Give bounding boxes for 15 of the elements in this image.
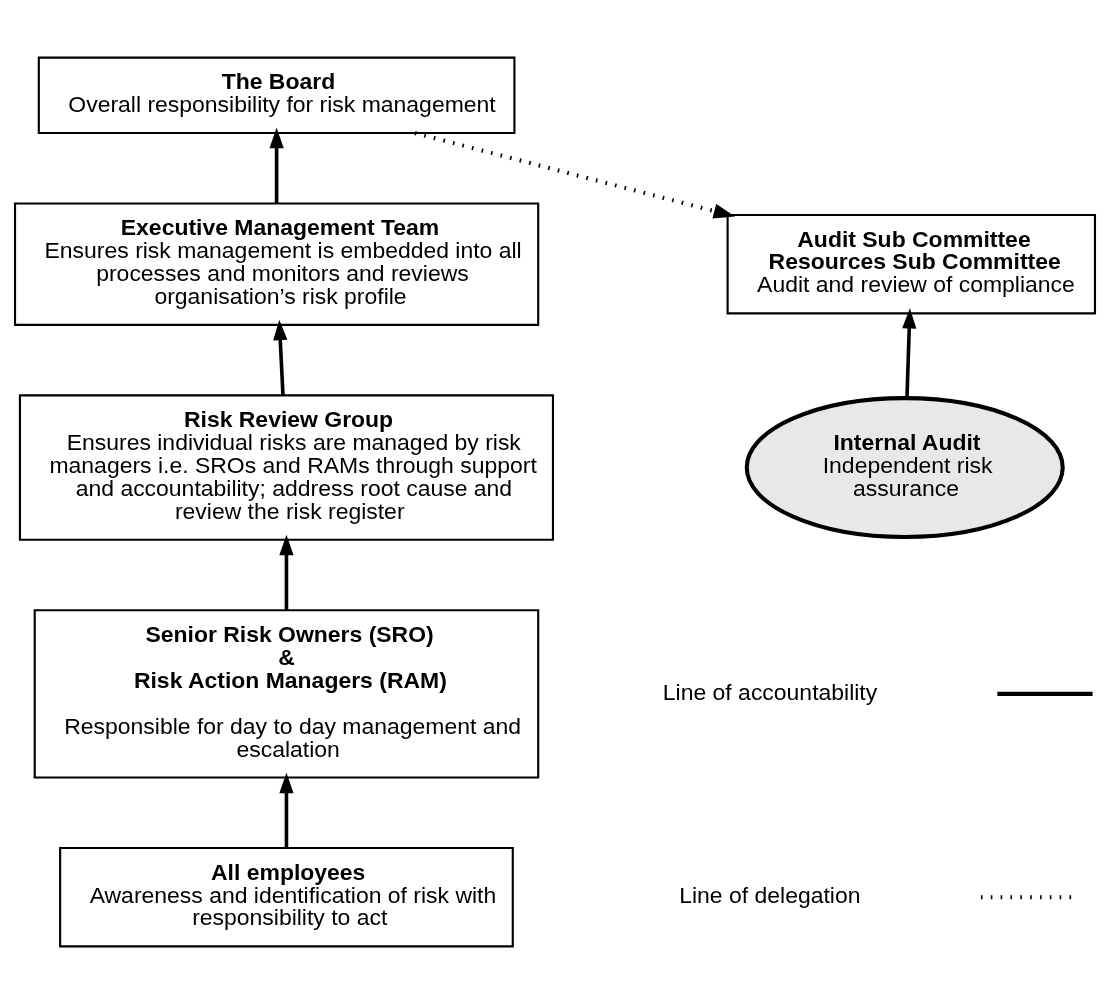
arrow	[414, 130, 735, 218]
arrow	[279, 534, 294, 610]
arrow	[902, 307, 917, 398]
arrow	[273, 319, 288, 395]
node-box: Risk Review Group Ensures individual risks are managed by risk managers i.e. SROs and RAMs through support and accountability; address root cause and review the risk register	[18, 393, 554, 541]
arrow	[269, 127, 284, 203]
node-box: Audit Sub Committee Resources Sub Committee Audit and review of compliance	[726, 213, 1097, 314]
node-box: All employees Awareness and identification of risk with responsibility to act	[59, 846, 514, 947]
node-box: Executive Management Team Ensures risk management is embedded into all processes and monitors and reviews organisation’s risk profile	[13, 201, 540, 326]
node-box: Senior Risk Owners (SRO) & Risk Action Managers (RAM) Responsible for day to day management and escalation	[33, 608, 540, 779]
legend-label: Line of delegation	[679, 881, 861, 908]
arrow	[279, 772, 294, 848]
node-ellipse: Internal Audit Independent risk assurance	[744, 395, 1065, 539]
node-box: The Board Overall responsibility for risk management	[37, 56, 516, 134]
legend-label: Line of accountability	[662, 678, 878, 705]
